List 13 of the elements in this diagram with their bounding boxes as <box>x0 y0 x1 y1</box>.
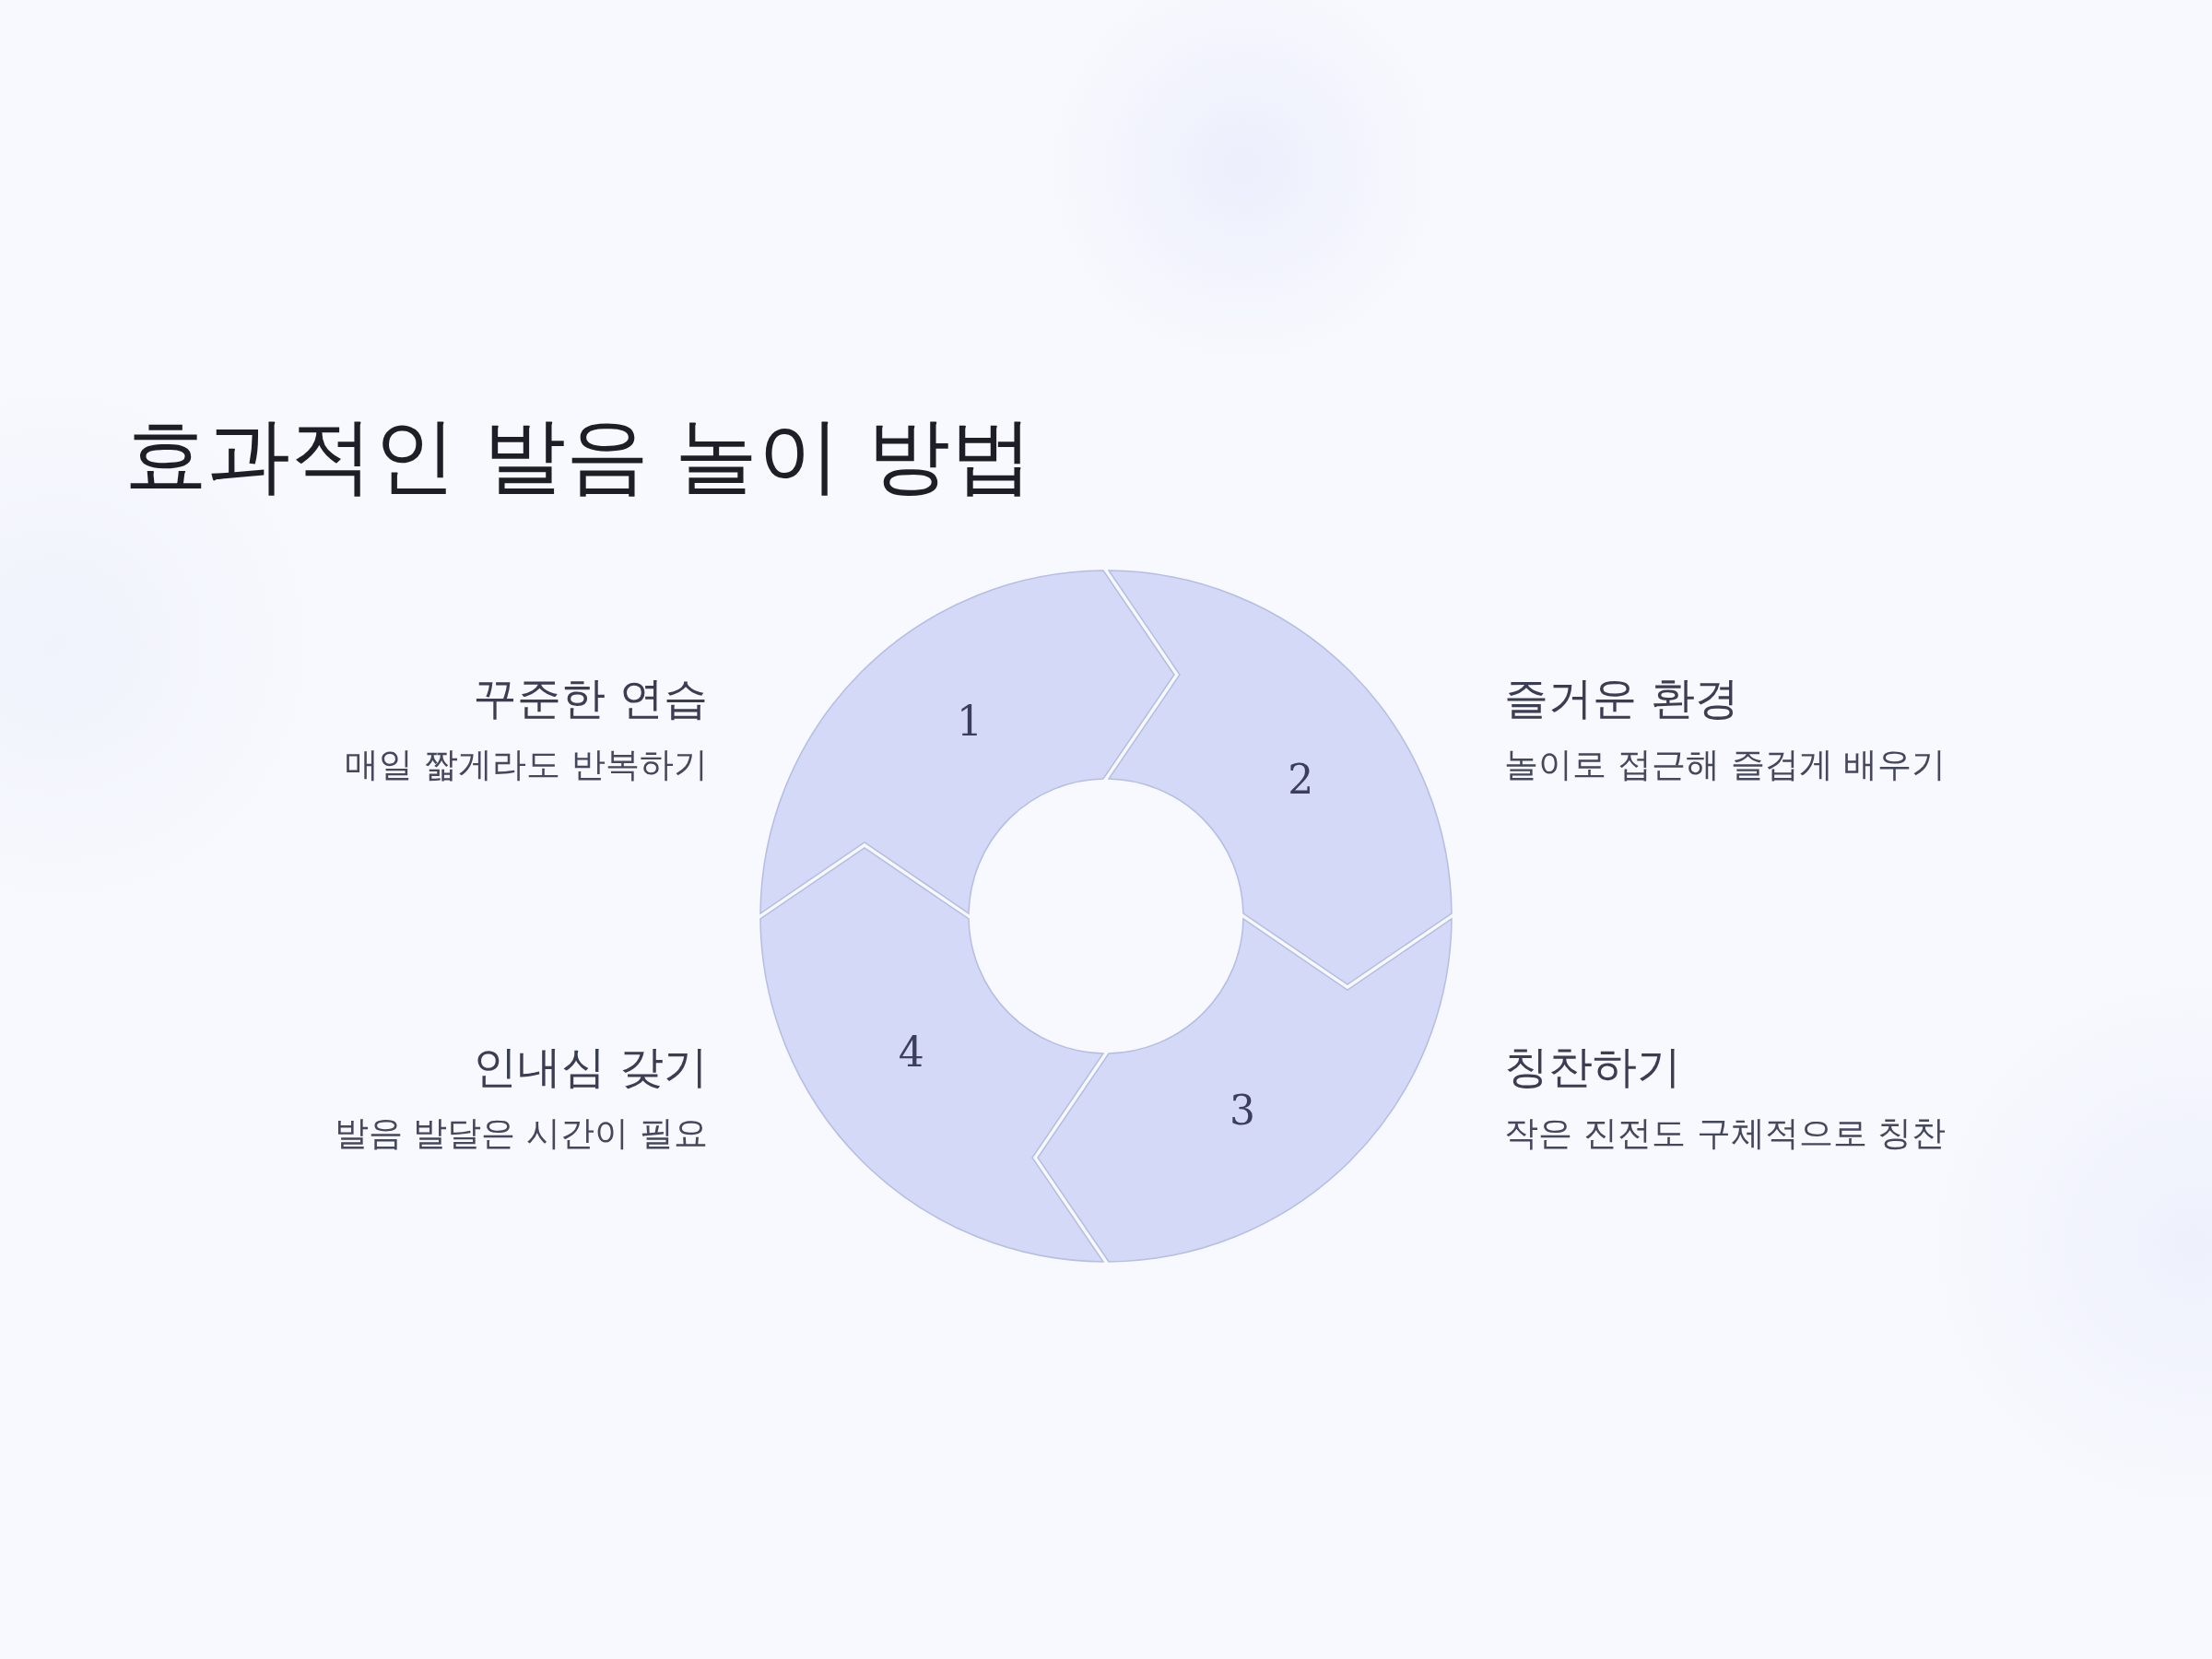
step-description: 작은 진전도 구체적으로 칭찬 <box>1504 1113 1947 1155</box>
step-title: 인내심 갖기 <box>472 1041 708 1094</box>
step-title: 꾸준한 연습 <box>472 672 708 725</box>
step-number: 3 <box>1229 1088 1255 1134</box>
step-description: 매일 짧게라도 반복하기 <box>345 745 708 786</box>
step-description: 발음 발달은 시간이 필요 <box>334 1113 708 1155</box>
step-description: 놀이로 접근해 즐겁게 배우기 <box>1504 745 1947 786</box>
title: 효과적인 발음 놀이 방법 <box>124 406 1033 505</box>
step-title: 칭찬하기 <box>1504 1041 1681 1094</box>
step-number: 4 <box>898 1030 924 1076</box>
step-title: 즐거운 환경 <box>1504 672 1740 725</box>
step-number: 1 <box>957 699 982 744</box>
step-number: 2 <box>1288 757 1314 803</box>
